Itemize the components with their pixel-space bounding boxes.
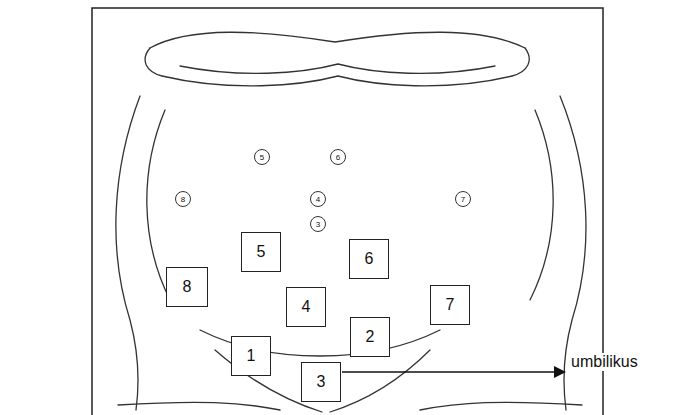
circled-number-text: 3: [316, 220, 320, 229]
chest-outline: [180, 64, 495, 73]
circled-number: 8: [175, 191, 191, 207]
circled-number-text: 5: [260, 153, 264, 162]
chest-outline: [150, 32, 525, 48]
circle-shape: [331, 150, 346, 165]
circled-number: 6: [330, 149, 346, 165]
callout-box: 7: [430, 285, 470, 325]
circled-number: 3: [310, 216, 326, 232]
circled-number-text: 6: [336, 153, 340, 162]
hip-line: [118, 402, 280, 410]
body-side: [116, 96, 140, 410]
circle-shape: [311, 192, 326, 207]
leader-arrow: [342, 366, 566, 378]
callout-number: 6: [365, 250, 374, 268]
callout-number: 1: [247, 347, 256, 365]
circled-number-text: 4: [316, 195, 320, 204]
arrow-head: [554, 366, 566, 378]
circle-shape: [255, 150, 270, 165]
callout-number: 4: [302, 298, 311, 316]
callout-number: 3: [317, 373, 326, 391]
circle-shape: [456, 192, 471, 207]
callout-number: 2: [366, 328, 375, 346]
groin-line: [330, 350, 430, 412]
picture-frame: [92, 8, 603, 415]
callout-number: 8: [183, 278, 192, 296]
chest-outline: [145, 48, 529, 86]
callout-box: 8: [166, 267, 208, 307]
circle-shape: [176, 192, 191, 207]
callout-box: 6: [349, 239, 389, 279]
leader-line: [342, 371, 556, 373]
callout-number: 5: [257, 243, 266, 261]
circled-number: 7: [455, 191, 471, 207]
callout-number: 7: [446, 296, 455, 314]
callout-box: 2: [350, 317, 390, 357]
callout-box: 1: [231, 336, 271, 376]
circled-number: 4: [310, 191, 326, 207]
belly-outline: [530, 110, 553, 300]
hip-line: [420, 402, 582, 410]
anatomy-label: umbilikus: [569, 353, 640, 371]
circled-number-text: 8: [181, 195, 185, 204]
circled-number: 5: [254, 149, 270, 165]
callout-box: 3: [301, 362, 341, 402]
circled-number-text: 7: [461, 195, 465, 204]
circle-shape: [311, 217, 326, 232]
callout-box: 5: [241, 232, 281, 272]
callout-box: 4: [286, 287, 326, 327]
